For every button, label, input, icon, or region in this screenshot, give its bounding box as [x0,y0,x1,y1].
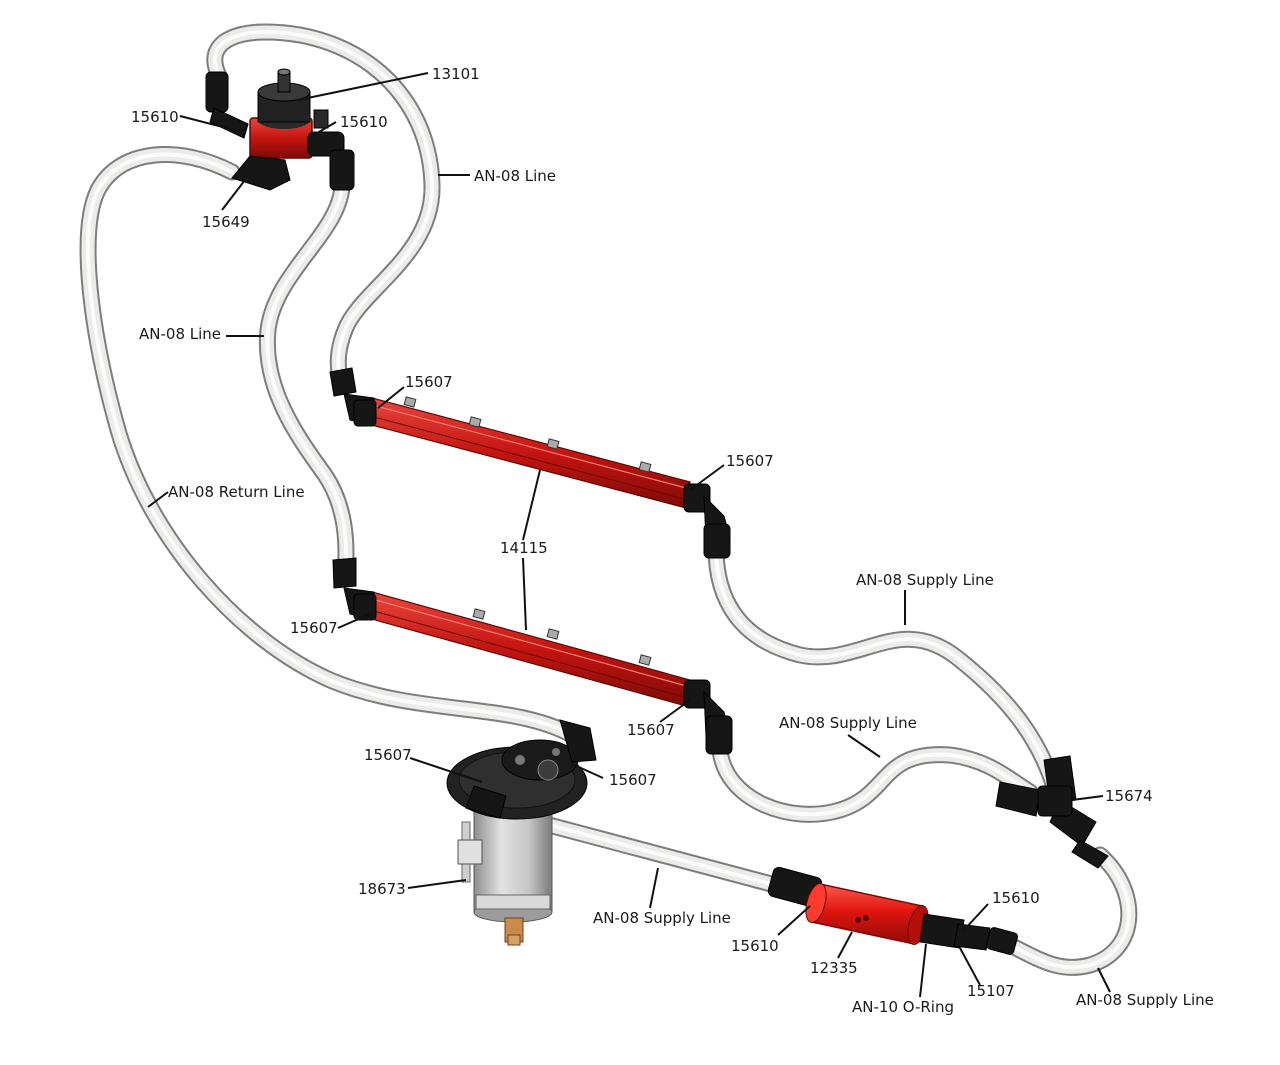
label-fitting-15610-right: 15610 [340,113,388,131]
label-an08-supply-line-right: AN-08 Supply Line [1076,991,1214,1009]
label-fuel-rail-14115: 14115 [500,539,548,557]
hose-an08-supply-middle [711,741,1039,823]
tee-fitting [995,755,1109,869]
label-reducer-15107: 15107 [967,982,1015,1000]
fitting-rail2-left [332,557,377,621]
hose-an08-supply-right [1001,846,1138,976]
callout-labels: 13101 15610 15610 15649 AN-08 Line AN-08… [131,65,1214,1016]
label-fitting-15607-rail1-left: 15607 [405,373,453,391]
label-an08-supply-line-lower: AN-08 Supply Line [593,909,731,927]
label-fitting-15610-filter-left: 15610 [731,937,779,955]
hose-an08-return-line [79,146,589,749]
label-an08-line-upper: AN-08 Line [474,167,556,185]
fuel-rail-upper [329,367,731,559]
label-fitting-15610-filter-right: 15610 [992,889,1040,907]
label-fitting-15607-rail2-right: 15607 [627,721,675,739]
hoses [79,23,1138,976]
hose-an08-supply-upper [707,539,1064,799]
fuel-rail-lower [332,557,733,755]
label-an08-supply-line-middle: AN-08 Supply Line [779,714,917,732]
fitting-rail2-right [683,679,733,755]
label-pump-18673: 18673 [358,880,406,898]
fitting-rail1-left [329,367,377,427]
label-fitting-15607-rail2-left: 15607 [290,619,338,637]
label-an08-supply-line-upper: AN-08 Supply Line [856,571,994,589]
label-regulator-13101: 13101 [432,65,480,83]
fuel-filter [767,866,1018,955]
label-an10-oring: AN-10 O-Ring [852,998,954,1016]
label-tee-15674: 15674 [1105,787,1153,805]
fuel-pressure-regulator [249,68,329,159]
hose-an08-upper-loop [206,23,441,394]
label-fitting-15649: 15649 [202,213,250,231]
hose-an08-left-line [258,171,355,584]
label-fitting-15607-rail1-right: 15607 [726,452,774,470]
label-fitting-15607-pump-right: 15607 [609,771,657,789]
label-fitting-15607-pump-left: 15607 [364,746,412,764]
fitting-rail1-right [683,483,731,559]
label-an08-return-line: AN-08 Return Line [168,483,305,501]
fuel-pump-assembly [446,719,597,946]
label-an08-line-left: AN-08 Line [139,325,221,343]
label-fitting-15610-left: 15610 [131,108,179,126]
leader-lines [147,72,1111,998]
label-filter-12335: 12335 [810,959,858,977]
